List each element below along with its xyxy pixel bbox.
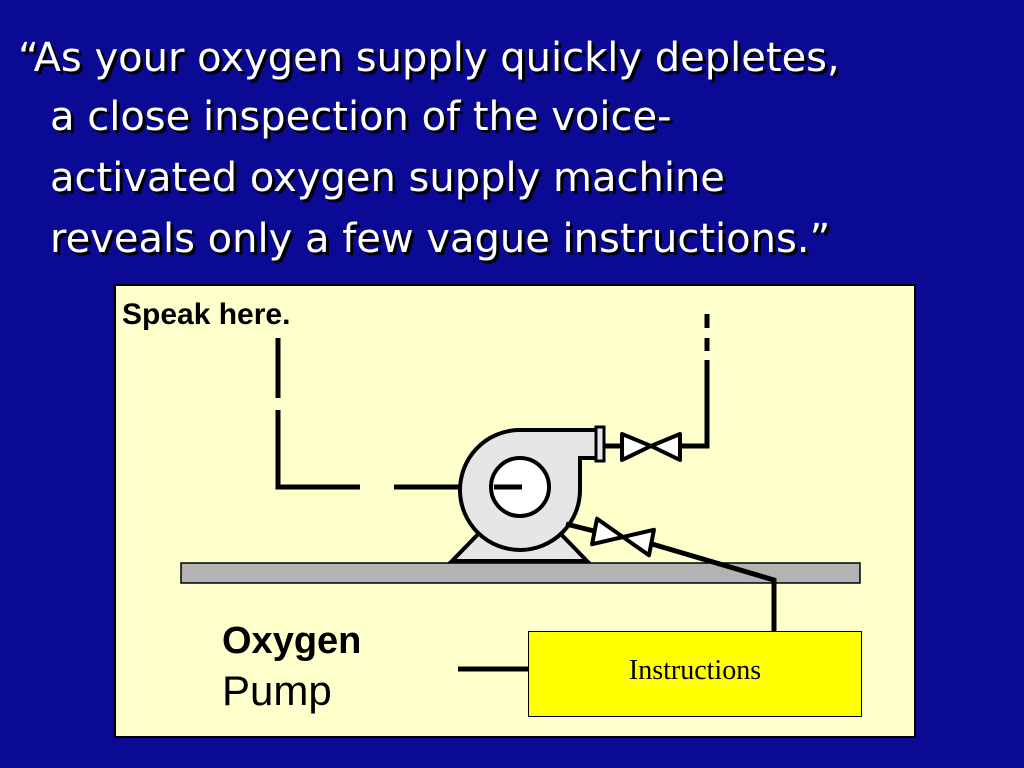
quote-line-3: activated oxygen supply machine [50,155,725,201]
discharge-valve-icon [620,432,682,462]
discharge-riser [680,314,710,449]
oxygen-label: Oxygen [222,620,362,662]
supply-valve-icon [590,516,656,558]
instructions-box: Instructions [528,631,862,717]
pump-label: Pump [222,667,332,714]
instructions-label: Instructions [628,655,762,686]
speak-here-label: Speak here. [122,298,291,331]
supply-pipe-pump [565,521,595,534]
pump-outlet-flange [594,425,606,463]
quote-line-4: reveals only a few vague instructions.” [50,216,831,262]
quote-line-1: “As your oxygen supply quickly depletes, [18,35,840,81]
speak-tube-left [275,338,360,490]
supply-pipe-box [651,541,777,632]
slide-quote: “As your oxygen supply quickly depletes,… [0,0,1024,290]
quote-line-2: a close inspection of the voice- [50,94,672,140]
